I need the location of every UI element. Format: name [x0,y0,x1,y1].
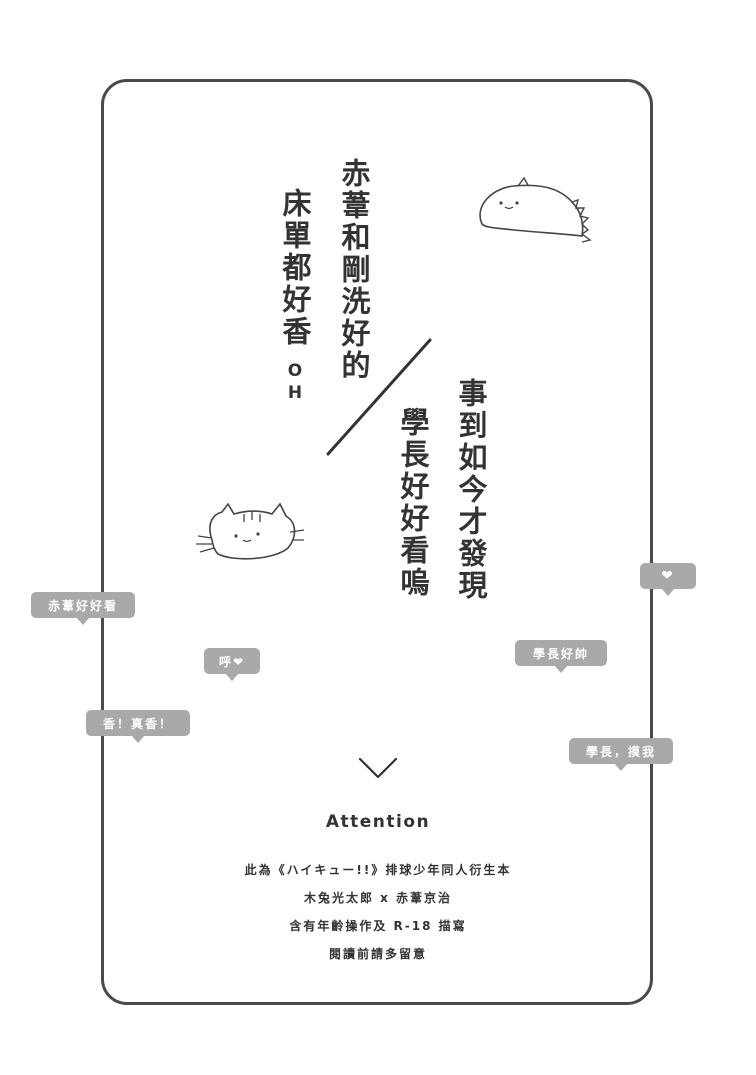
comment-bubble-3: 香！真香！ [86,710,190,743]
chevron-down-icon [358,757,398,779]
info-line-4: 閱讀前請多留意 [328,947,427,961]
cat-doodle-icon [196,502,305,560]
vertical-text-4: 學長好好看嗚 [396,407,430,599]
vertical-text-1: 赤葦和剛洗好的 [337,158,371,382]
info-line-3: 含有年齡操作及 R-18 描寫 [289,919,467,933]
comment-bubble-heart: ❤ [640,563,696,596]
info-line-1: 此為《ハイキュー!!》排球少年同人衍生本 [244,863,512,877]
cat-doodle-icon [479,176,592,243]
attention-title: Attention [325,812,431,832]
vertical-text-2: 床單都好香 OH [278,188,312,406]
vertical-text-2-main: 床單都好香 [278,188,312,348]
page-frame [101,79,653,1005]
info-line-2: 木兔光太郎 x 赤葦京治 [303,891,453,905]
comment-bubble-5: 學長，摸我 [569,738,673,771]
vertical-text-2-oh: OH [285,361,305,406]
diagonal-divider [326,338,432,456]
comment-bubble-2: 呼❤ [204,648,260,681]
comment-bubble-1: 赤葦好好看 [31,592,135,625]
comment-bubble-4: 學長好帥 [515,640,607,673]
vertical-text-3: 事到如今才發現 [454,378,488,602]
